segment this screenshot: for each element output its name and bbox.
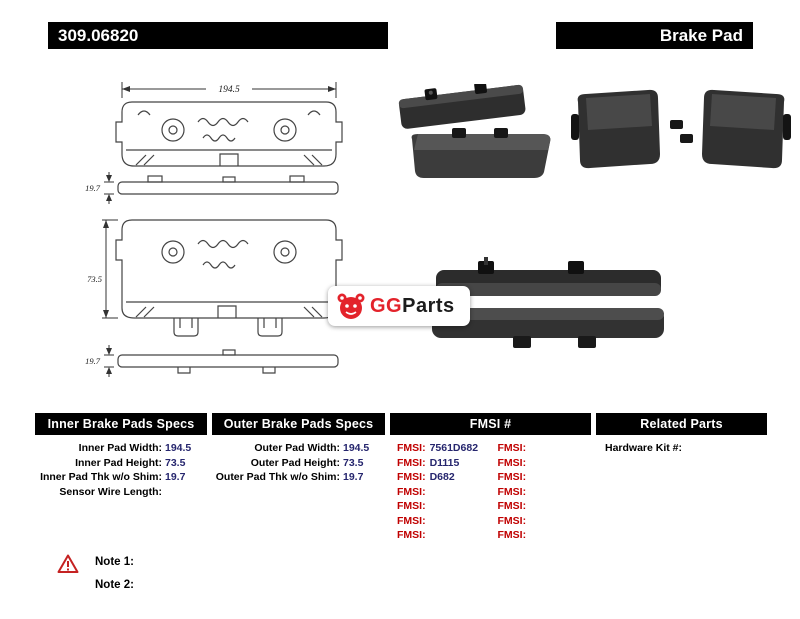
fmsi-label: FMSI: [397, 485, 426, 498]
dimension-label-height: 73.5 [87, 274, 102, 284]
fmsi-column-2: FMSI: FMSI: FMSI: FMSI: FMSI: FMSI: FMSI… [491, 441, 592, 543]
fmsi-row: FMSI:7561D682 [390, 441, 491, 456]
part-number-bar: 309.06820 [48, 22, 388, 49]
fmsi-label: FMSI: [497, 500, 527, 512]
fmsi-value: D682 [429, 471, 455, 483]
fmsi-column-1: FMSI:7561D682 FMSI:D1115 FMSI:D682 FMSI:… [390, 441, 491, 543]
spec-row: Outer Pad Height:73.5 [212, 456, 385, 471]
logo-mascot-icon [337, 293, 365, 319]
fmsi-label: FMSI: [497, 442, 527, 454]
fmsi-value: D1115 [429, 456, 460, 469]
product-photo-pads-with-clips [398, 84, 551, 178]
arrowhead [106, 175, 112, 182]
arrowhead [103, 310, 109, 318]
spec-value: 194.5 [165, 442, 192, 454]
spec-value: 73.5 [165, 456, 186, 469]
outer-specs-header: Outer Brake Pads Specs [212, 413, 385, 435]
arrowhead [328, 86, 336, 92]
product-photo-stacked-pads [432, 257, 664, 348]
spec-value: 19.7 [343, 471, 364, 483]
fmsi-row: FMSI: [390, 528, 491, 543]
spec-row: Outer Pad Thk w/o Shim:19.7 [212, 470, 385, 485]
warning-icon [57, 554, 79, 573]
spec-value: 19.7 [165, 471, 186, 483]
spec-row: Sensor Wire Length: [35, 485, 207, 500]
pad-top-view [115, 101, 343, 167]
fmsi-label: FMSI: [497, 456, 527, 469]
product-type-bar: Brake Pad [556, 22, 753, 49]
spec-row: Outer Pad Width:194.5 [212, 441, 385, 456]
spec-row: Inner Pad Height:73.5 [35, 456, 207, 471]
spec-label: Inner Pad Thk w/o Shim: [40, 471, 162, 483]
fmsi-label: FMSI: [397, 529, 426, 541]
product-photo-pad-pair [571, 89, 791, 169]
spec-value: 194.5 [343, 442, 370, 454]
fmsi-row: FMSI: [390, 499, 491, 514]
pad-edge-view-top [117, 175, 339, 195]
arrowhead [106, 194, 112, 201]
inner-specs-table: Inner Brake Pads Specs Inner Pad Width:1… [35, 413, 207, 499]
spec-value: 73.5 [343, 456, 364, 469]
spec-label: Outer Pad Thk w/o Shim: [215, 471, 340, 483]
spec-label: Sensor Wire Length: [59, 485, 162, 498]
spec-label: Outer Pad Height: [250, 456, 340, 469]
fmsi-row: FMSI:D682 [390, 470, 491, 485]
note-1: Note 1: [95, 556, 134, 568]
arrowhead [122, 86, 130, 92]
fmsi-label: FMSI: [397, 500, 426, 512]
fmsi-label: FMSI: [497, 529, 527, 541]
dimension-label-thickness-bottom: 19.7 [85, 356, 101, 366]
fmsi-label: FMSI: [397, 442, 426, 454]
outer-specs-table: Outer Brake Pads Specs Outer Pad Width:1… [212, 413, 385, 485]
fmsi-label: FMSI: [397, 471, 426, 483]
fmsi-row: FMSI: [491, 528, 592, 543]
fmsi-row: FMSI: [491, 441, 592, 456]
arrowhead [103, 220, 109, 228]
spec-row: Inner Pad Width:194.5 [35, 441, 207, 456]
related-parts-table: Related Parts Hardware Kit #: [596, 413, 767, 456]
fmsi-row: FMSI: [491, 470, 592, 485]
fmsi-row: FMSI: [491, 456, 592, 471]
fmsi-row: FMSI: [491, 499, 592, 514]
height-dimension-lines [102, 219, 118, 319]
fmsi-row: FMSI: [390, 485, 491, 500]
logo-text-gg: GG [370, 294, 403, 317]
part-number: 309.06820 [58, 25, 139, 45]
inner-specs-header: Inner Brake Pads Specs [35, 413, 207, 435]
fmsi-label: FMSI: [497, 485, 527, 498]
note-2: Note 2: [95, 579, 134, 591]
fmsi-header: FMSI # [390, 413, 591, 435]
page-title: Brake Pad [659, 25, 743, 45]
watermark-logo: GGParts [328, 286, 470, 326]
dimension-label-width: 194.5 [218, 85, 240, 95]
related-parts-header: Related Parts [596, 413, 767, 435]
logo-text: GGParts [370, 295, 455, 318]
fmsi-value: 7561D682 [429, 442, 479, 454]
pad-edge-view-bottom [117, 349, 339, 374]
fmsi-label: FMSI: [497, 514, 527, 527]
width-dimension-lines [121, 82, 337, 98]
fmsi-row: FMSI: [491, 485, 592, 500]
fmsi-label: FMSI: [497, 471, 527, 483]
spec-label: Inner Pad Height: [75, 456, 162, 469]
spec-value [165, 485, 207, 500]
arrowhead [106, 348, 112, 355]
spec-row: Inner Pad Thk w/o Shim:19.7 [35, 470, 207, 485]
fmsi-label: FMSI: [397, 456, 426, 469]
fmsi-row: FMSI: [491, 514, 592, 529]
spec-label: Inner Pad Width: [78, 442, 162, 454]
fmsi-row: FMSI: [390, 514, 491, 529]
fmsi-row: FMSI:D1115 [390, 456, 491, 471]
dimension-label-thickness-top: 19.7 [85, 183, 101, 193]
spec-label: Outer Pad Width: [254, 442, 340, 454]
arrowhead [106, 367, 112, 374]
fmsi-table: FMSI # FMSI:7561D682 FMSI:D1115 FMSI:D68… [390, 413, 591, 543]
technical-drawing: 194.5 19.7 [85, 82, 343, 377]
fmsi-label: FMSI: [397, 514, 426, 527]
pad-front-view [115, 219, 343, 337]
logo-text-parts: Parts [402, 294, 455, 317]
related-part-row: Hardware Kit #: [596, 441, 767, 456]
related-part-label: Hardware Kit #: [605, 442, 683, 454]
